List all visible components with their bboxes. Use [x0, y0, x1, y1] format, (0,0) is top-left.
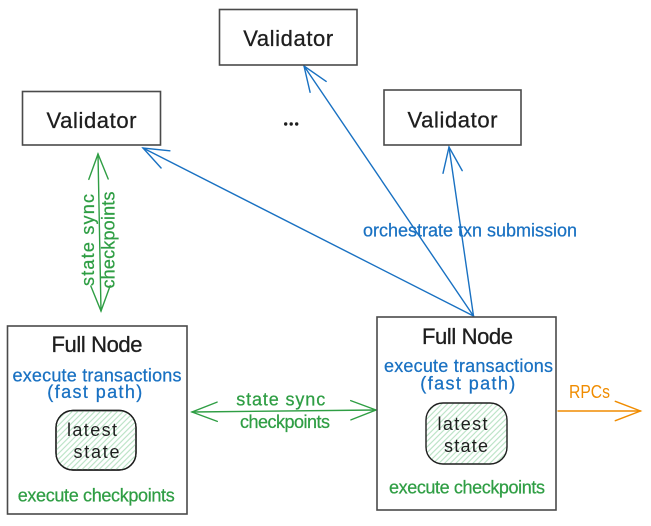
svg-text:Full Node: Full Node	[422, 324, 513, 349]
svg-text:state sync: state sync	[78, 194, 98, 286]
svg-text:checkpoints: checkpoints	[99, 192, 119, 289]
svg-text:latest: latest	[67, 420, 117, 440]
svg-text:execute transactions: execute transactions	[13, 366, 182, 386]
svg-text:Validator: Validator	[408, 108, 498, 133]
svg-text:(fast path): (fast path)	[47, 382, 142, 402]
svg-text:execute transactions: execute transactions	[384, 356, 553, 376]
svg-text:orchestrate txn submission: orchestrate txn submission	[363, 221, 577, 241]
svg-text:(fast path): (fast path)	[420, 374, 515, 394]
svg-text:state: state	[74, 442, 120, 462]
svg-text:execute checkpoints: execute checkpoints	[389, 478, 545, 498]
svg-text:Validator: Validator	[47, 108, 137, 133]
svg-text:Validator: Validator	[243, 26, 333, 51]
svg-text:checkpoints: checkpoints	[240, 412, 330, 432]
svg-text:state sync: state sync	[236, 390, 325, 410]
svg-text:execute checkpoints: execute checkpoints	[18, 486, 175, 506]
svg-text:RPCs: RPCs	[569, 382, 610, 402]
svg-text:Full Node: Full Node	[52, 332, 143, 357]
svg-text:state: state	[444, 436, 488, 456]
svg-text:latest: latest	[438, 414, 488, 434]
